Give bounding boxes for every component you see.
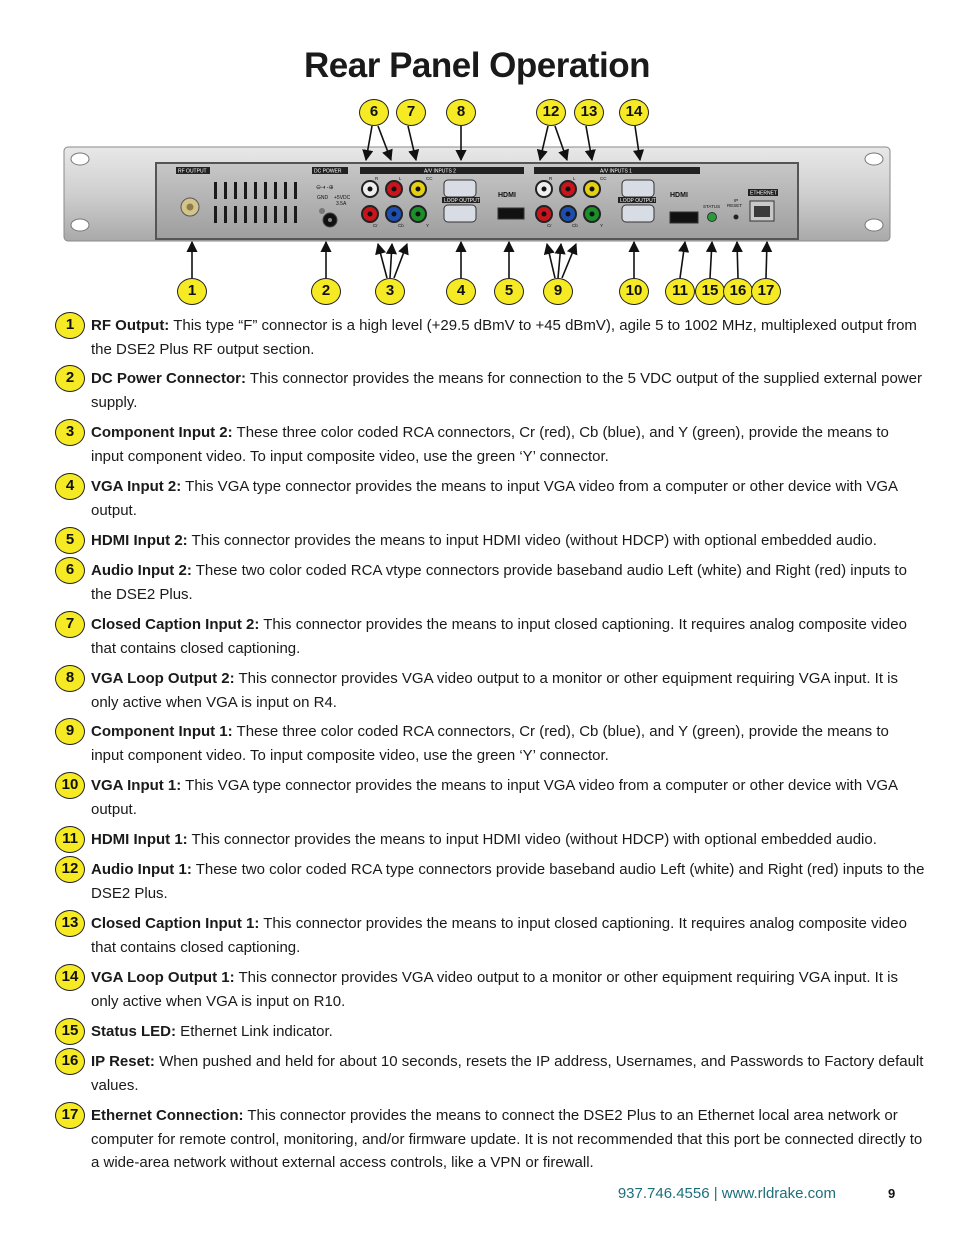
item-number-badge: 10 bbox=[55, 772, 85, 799]
description-item: 16 IP Reset: When pushed and held for ab… bbox=[55, 1050, 925, 1097]
item-number-badge: 3 bbox=[55, 419, 85, 446]
description-item: 5 HDMI Input 2: This connector provides … bbox=[55, 529, 925, 553]
item-title: DC Power Connector: bbox=[91, 370, 246, 387]
item-number-badge: 8 bbox=[55, 665, 85, 692]
item-title: Ethernet Connection: bbox=[91, 1107, 244, 1124]
item-title: Status LED: bbox=[91, 1023, 176, 1040]
description-item: 13 Closed Caption Input 1: This connecto… bbox=[55, 912, 925, 959]
description-item: 6 Audio Input 2: These two color coded R… bbox=[55, 559, 925, 606]
description-item: 3 Component Input 2: These three color c… bbox=[55, 421, 925, 468]
description-item: 10 VGA Input 1: This VGA type connector … bbox=[55, 774, 925, 821]
item-title: HDMI Input 1: bbox=[91, 831, 188, 848]
item-title: Closed Caption Input 1: bbox=[91, 915, 259, 932]
item-text: This connector provides the means to inp… bbox=[188, 532, 877, 549]
item-number-badge: 13 bbox=[55, 910, 85, 937]
description-item: 11 HDMI Input 1: This connector provides… bbox=[55, 828, 925, 852]
item-text: When pushed and held for about 10 second… bbox=[91, 1053, 923, 1094]
item-number-badge: 14 bbox=[55, 964, 85, 991]
description-item: 7 Closed Caption Input 2: This connector… bbox=[55, 613, 925, 660]
item-number-badge: 9 bbox=[55, 718, 85, 745]
description-item: 9 Component Input 1: These three color c… bbox=[55, 720, 925, 767]
item-title: Audio Input 2: bbox=[91, 562, 192, 579]
item-text: These two color coded RCA type connector… bbox=[91, 861, 924, 902]
item-text: This VGA type connector provides the mea… bbox=[91, 777, 897, 818]
item-number-badge: 5 bbox=[55, 527, 85, 554]
item-title: VGA Input 2: bbox=[91, 478, 181, 495]
item-title: Closed Caption Input 2: bbox=[91, 616, 259, 633]
description-item: 14 VGA Loop Output 1: This connector pro… bbox=[55, 966, 925, 1013]
description-item: 1 RF Output: This type “F” connector is … bbox=[55, 314, 925, 361]
item-text: These two color coded RCA vtype connecto… bbox=[91, 562, 907, 603]
item-number-badge: 6 bbox=[55, 557, 85, 584]
description-item: 2 DC Power Connector: This connector pro… bbox=[55, 367, 925, 414]
item-number-badge: 17 bbox=[55, 1102, 85, 1129]
item-title: RF Output: bbox=[91, 317, 169, 334]
description-item: 17 Ethernet Connection: This connector p… bbox=[55, 1104, 925, 1175]
item-text: This connector provides the means to inp… bbox=[188, 831, 877, 848]
item-text: Ethernet Link indicator. bbox=[176, 1023, 333, 1040]
item-number-badge: 2 bbox=[55, 365, 85, 392]
description-item: 12 Audio Input 1: These two color coded … bbox=[55, 858, 925, 905]
item-title: Component Input 2: bbox=[91, 424, 233, 441]
item-number-badge: 12 bbox=[55, 856, 85, 883]
description-item: 15 Status LED: Ethernet Link indicator. bbox=[55, 1020, 925, 1044]
item-title: Component Input 1: bbox=[91, 723, 233, 740]
item-number-badge: 15 bbox=[55, 1018, 85, 1045]
item-title: VGA Loop Output 1: bbox=[91, 969, 235, 986]
item-title: IP Reset: bbox=[91, 1053, 155, 1070]
footer-contact: 937.746.4556 | www.rldrake.com bbox=[618, 1185, 836, 1202]
description-item: 4 VGA Input 2: This VGA type connector p… bbox=[55, 475, 925, 522]
item-number-badge: 16 bbox=[55, 1048, 85, 1075]
item-number-badge: 4 bbox=[55, 473, 85, 500]
item-number-badge: 7 bbox=[55, 611, 85, 638]
item-title: VGA Input 1: bbox=[91, 777, 181, 794]
item-number-badge: 1 bbox=[55, 312, 85, 339]
description-item: 8 VGA Loop Output 2: This connector prov… bbox=[55, 667, 925, 714]
item-title: HDMI Input 2: bbox=[91, 532, 188, 549]
item-text: This type “F” connector is a high level … bbox=[91, 317, 917, 358]
item-text: This VGA type connector provides the mea… bbox=[91, 478, 897, 519]
item-title: Audio Input 1: bbox=[91, 861, 192, 878]
item-number-badge: 11 bbox=[55, 826, 85, 853]
item-title: VGA Loop Output 2: bbox=[91, 670, 235, 687]
page-number: 9 bbox=[888, 1186, 895, 1201]
